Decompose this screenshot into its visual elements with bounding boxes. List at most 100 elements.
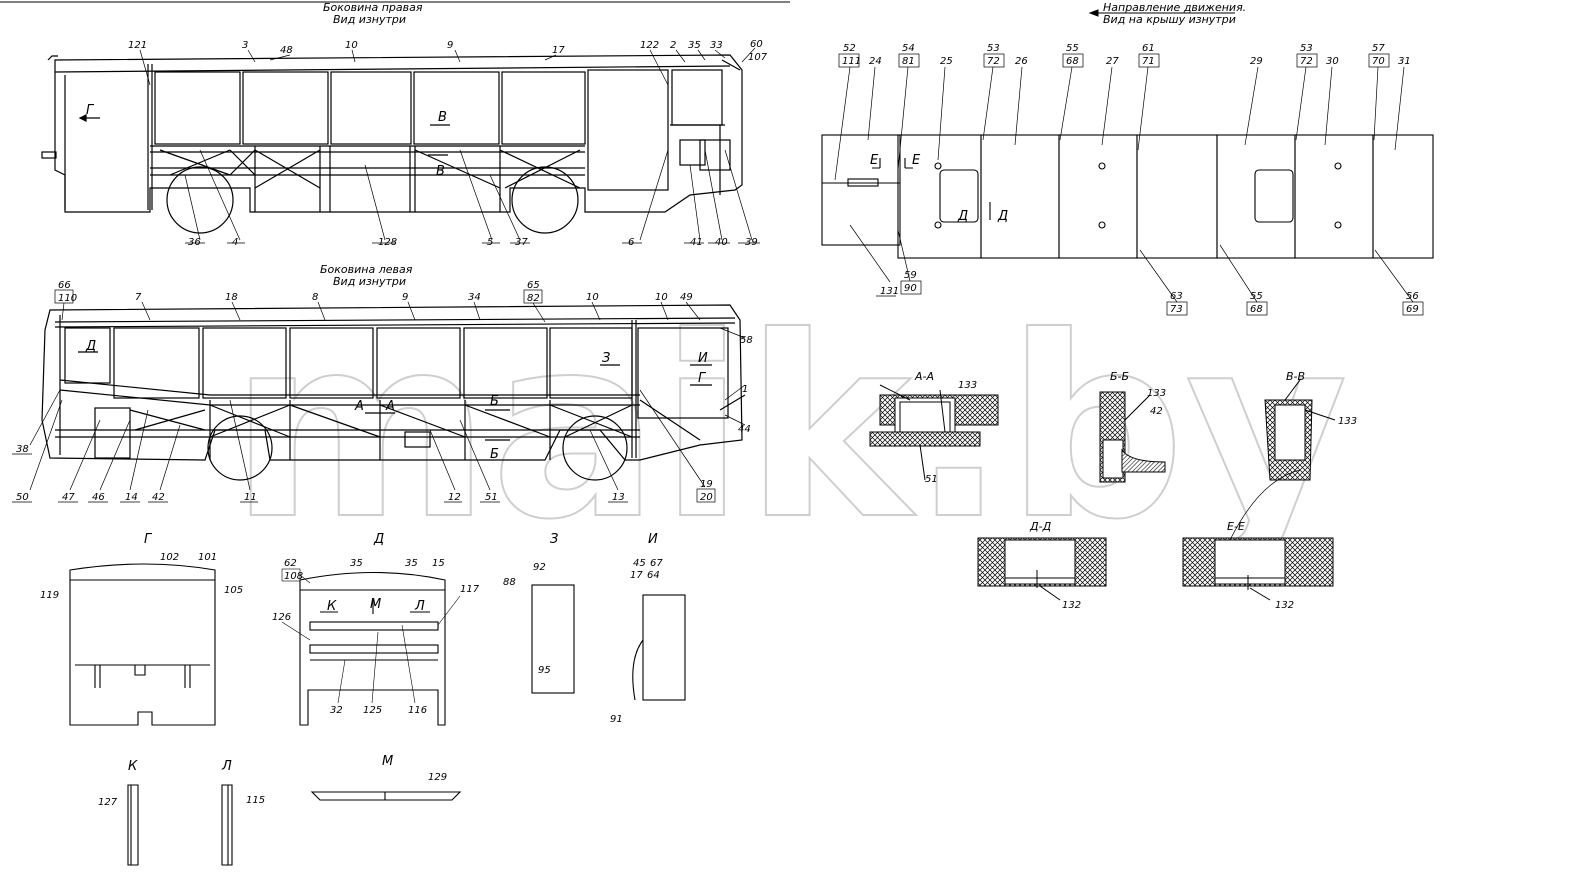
section-marker-d-right: Д xyxy=(997,209,1008,224)
svg-text:59: 59 xyxy=(904,270,917,281)
section-marker-d-left: Д xyxy=(957,209,968,224)
svg-text:126: 126 xyxy=(272,612,291,623)
view-title-d: Д xyxy=(373,532,384,547)
svg-text:68: 68 xyxy=(1250,304,1263,315)
svg-text:53: 53 xyxy=(1300,43,1313,54)
callout: 4 xyxy=(232,237,238,248)
view-marker-z: З xyxy=(602,351,610,366)
view-d-callouts: 62 108 35 35 15 117 126 32 125 116 xyxy=(272,558,480,716)
svg-text:26: 26 xyxy=(1015,56,1028,67)
svg-text:82: 82 xyxy=(527,293,540,304)
callout: 17 xyxy=(552,45,565,56)
svg-text:10: 10 xyxy=(655,292,668,303)
view-z xyxy=(531,584,575,694)
svg-text:51: 51 xyxy=(485,492,498,503)
view-d-marker-l: Л xyxy=(414,599,425,614)
callout: 36 xyxy=(188,237,201,248)
view-i-callouts: 45 67 17 64 91 xyxy=(610,558,663,725)
view-marker-d: Д xyxy=(85,339,96,354)
svg-text:69: 69 xyxy=(1406,304,1419,315)
caption-left-side: Боковина левая xyxy=(320,263,413,276)
view-k-callout: 127 xyxy=(98,797,118,808)
svg-text:102: 102 xyxy=(160,552,179,563)
view-marker-i: И xyxy=(698,351,708,366)
svg-text:81: 81 xyxy=(902,56,915,67)
svg-text:9: 9 xyxy=(402,292,408,303)
callout: 60 xyxy=(750,39,763,50)
section-vv xyxy=(1264,379,1336,481)
svg-text:101: 101 xyxy=(198,552,217,563)
svg-text:55: 55 xyxy=(1250,291,1263,302)
left-side-panel xyxy=(41,304,746,481)
svg-text:53: 53 xyxy=(987,43,1000,54)
svg-text:71: 71 xyxy=(1142,56,1155,67)
svg-text:12: 12 xyxy=(448,492,461,503)
svg-text:7: 7 xyxy=(135,292,142,303)
svg-text:19: 19 xyxy=(700,479,713,490)
section-label-aa: А-А xyxy=(914,370,934,383)
left-side-leaders xyxy=(12,289,746,503)
svg-text:70: 70 xyxy=(1372,56,1385,67)
callout: 128 xyxy=(378,237,397,248)
caption-right-side: Боковина правая xyxy=(323,1,423,14)
callout: 33 xyxy=(710,40,723,51)
view-m-callout: 129 xyxy=(428,772,447,783)
view-k xyxy=(127,784,139,866)
roof-callouts: 52 111 24 54 81 25 53 72 26 55 68 27 61 … xyxy=(842,43,1419,315)
svg-text:8: 8 xyxy=(312,292,318,303)
svg-text:30: 30 xyxy=(1326,56,1339,67)
svg-text:38: 38 xyxy=(16,444,29,455)
svg-text:35: 35 xyxy=(405,558,418,569)
section-label-bb: Б-Б xyxy=(1110,370,1129,383)
view-title-z: З xyxy=(550,532,558,547)
svg-text:49: 49 xyxy=(680,292,693,303)
section-marker-e-right: Е xyxy=(912,153,921,168)
callout: 6 xyxy=(628,237,634,248)
svg-text:125: 125 xyxy=(363,705,382,716)
section-marker-v-top: В xyxy=(438,110,447,125)
svg-text:92: 92 xyxy=(533,562,546,573)
svg-text:25: 25 xyxy=(940,56,953,67)
watermark: maik.by xyxy=(230,283,1348,574)
view-marker-g2: Г xyxy=(698,371,707,386)
svg-text:105: 105 xyxy=(224,585,243,596)
view-z-callouts: 88 92 95 xyxy=(503,562,551,676)
svg-text:57: 57 xyxy=(1372,43,1385,54)
view-d xyxy=(299,571,446,726)
view-m xyxy=(310,791,462,801)
callout: 39 xyxy=(745,237,758,248)
svg-text:54: 54 xyxy=(902,43,915,54)
svg-text:35: 35 xyxy=(350,558,363,569)
svg-text:133: 133 xyxy=(1147,388,1166,399)
svg-text:44: 44 xyxy=(738,424,751,435)
svg-text:95: 95 xyxy=(538,665,551,676)
section-marker-b-top: Б xyxy=(490,394,499,409)
svg-text:42: 42 xyxy=(1150,406,1163,417)
section-label-dd: Д-Д xyxy=(1029,520,1052,533)
svg-text:90: 90 xyxy=(904,283,917,294)
svg-text:45: 45 xyxy=(633,558,646,569)
svg-text:88: 88 xyxy=(503,577,516,588)
svg-text:66: 66 xyxy=(58,280,71,291)
section-marker-a-right: А xyxy=(385,399,395,414)
section-dd xyxy=(977,537,1107,601)
svg-text:46: 46 xyxy=(92,492,105,503)
section-marker-v-bottom: В xyxy=(436,164,445,179)
right-side-panel xyxy=(41,54,743,234)
caption-roof-view: Вид на крышу изнутри xyxy=(1103,13,1236,26)
section-marker-a-left: А xyxy=(354,399,364,414)
callout: 41 xyxy=(690,237,703,248)
svg-text:14: 14 xyxy=(125,492,138,503)
view-l xyxy=(221,784,233,866)
callout: 121 xyxy=(128,40,147,51)
svg-text:20: 20 xyxy=(700,492,713,503)
callout: 35 xyxy=(688,40,701,51)
svg-text:72: 72 xyxy=(1300,56,1313,67)
view-marker-g: Г xyxy=(86,103,95,118)
svg-text:133: 133 xyxy=(958,380,977,391)
svg-text:31: 31 xyxy=(1398,56,1411,67)
callout: 10 xyxy=(345,40,358,51)
svg-text:56: 56 xyxy=(1406,291,1419,302)
left-side-callouts: 66 110 7 18 8 9 34 65 82 10 10 49 58 1 4… xyxy=(16,280,753,503)
svg-text:50: 50 xyxy=(16,492,29,503)
